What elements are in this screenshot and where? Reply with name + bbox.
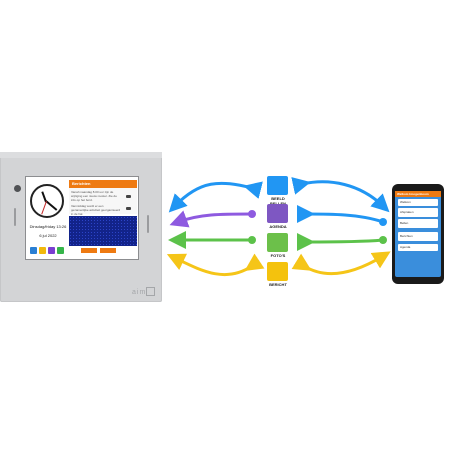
notifications-title: Berichten [72, 181, 91, 186]
phone-card[interactable] [398, 232, 438, 241]
tile-photos-app[interactable] [57, 247, 64, 254]
service-label-message: BERICHT [269, 282, 287, 287]
arrow-agenda-right [296, 204, 384, 224]
speaker-icon[interactable] [126, 207, 131, 210]
phone-card[interactable] [398, 208, 438, 217]
arrow-photos-left-dot [248, 236, 256, 244]
service-label-video: BEELD BELLEN [270, 196, 286, 206]
tile-agenda-app[interactable] [48, 247, 55, 254]
panel-speaker-slot-right [147, 215, 149, 233]
notifications-list [69, 188, 137, 214]
brand-logo-icon [146, 287, 155, 296]
notifications-header [69, 180, 137, 188]
arrow-message-right [291, 251, 391, 276]
arrow-video-left [168, 181, 263, 213]
phone-card-label: Afspraken [400, 210, 414, 214]
phone-card-label: Welkom [400, 200, 411, 204]
notification-message[interactable]: Vanmiddag wordt er een gezamenlijke acti… [71, 204, 121, 216]
tile-video-app[interactable] [30, 247, 37, 254]
arrow-message-left [166, 253, 265, 276]
speaker-icon[interactable] [126, 195, 131, 198]
photos-icon[interactable] [267, 233, 288, 252]
service-label-agenda: AGENDA [269, 224, 287, 229]
arrow-video-right [291, 177, 390, 213]
phone-card-label: Berichten [400, 234, 413, 238]
accept-call-button[interactable] [81, 248, 97, 253]
clock-date-label: 6 jul 2022 [39, 233, 57, 238]
phone-card[interactable] [398, 244, 438, 251]
arrow-agenda-left-dot [248, 210, 256, 218]
brand-logo-text: aim [132, 289, 147, 296]
phone-card[interactable] [398, 199, 438, 206]
phone-app-header [395, 191, 441, 197]
phone-app-title: Welkom Hoogenboom [397, 192, 429, 196]
phone-card-label: Bellen [400, 221, 409, 225]
arrow-agenda-left [169, 210, 253, 228]
message-icon[interactable] [267, 262, 288, 281]
calendar-icon[interactable] [267, 204, 288, 223]
phone-card-label: Agenda [400, 245, 411, 249]
arrow-photos-right [296, 233, 384, 252]
video-call-icon[interactable] [267, 176, 288, 195]
phone-card[interactable] [398, 219, 438, 228]
tile-message-app[interactable] [39, 247, 46, 254]
clock-day-time-label: Dinsdag/friday 13:26 [29, 224, 67, 229]
panel-top-edge [0, 152, 162, 158]
camera-icon [14, 185, 21, 192]
service-label-photos: FOTO'S [270, 253, 286, 258]
arrow-agenda-right-dot [379, 218, 387, 226]
panel-speaker-slot-left [14, 208, 16, 226]
decline-call-button[interactable] [100, 248, 116, 253]
notification-message[interactable]: Vanaf maandag 8.00 uur zijn de wijziging… [71, 190, 117, 202]
video-call-view [69, 216, 137, 246]
arrow-photos-right-dot [379, 236, 387, 244]
